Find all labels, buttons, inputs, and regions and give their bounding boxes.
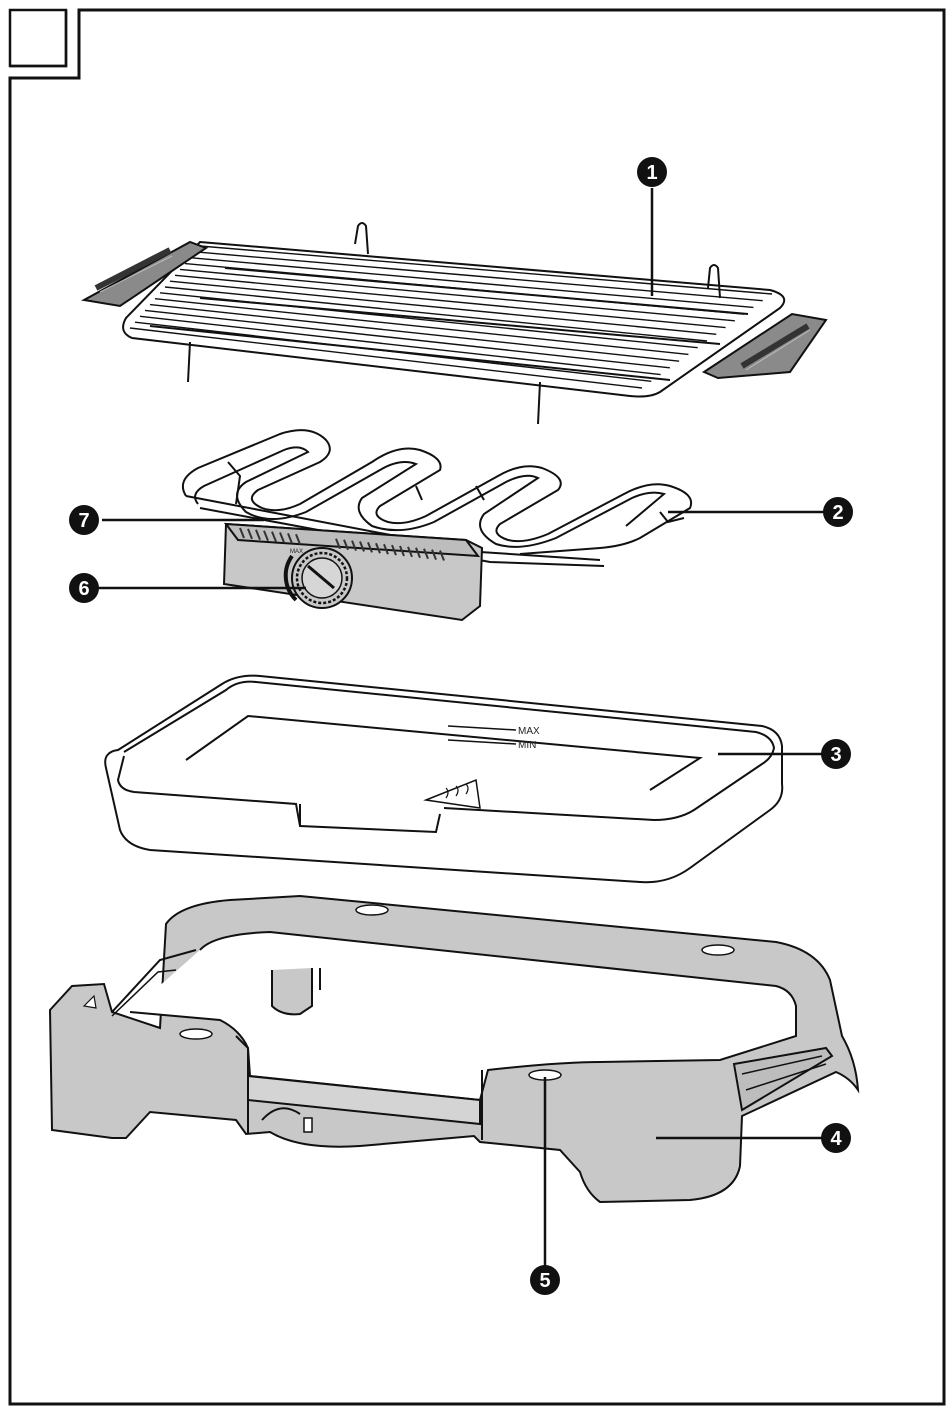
grill-base (50, 896, 858, 1202)
tray-max-mark: MAX (518, 726, 540, 737)
callout-4: 4 (821, 1123, 851, 1153)
svg-text:4: 4 (830, 1128, 842, 1150)
thermostat-control: MAX (224, 524, 482, 620)
grill-grate (84, 223, 826, 424)
callout-7: 7 (69, 505, 99, 535)
callout-6: 6 (69, 573, 99, 603)
svg-text:5: 5 (539, 1270, 550, 1292)
drip-tray: MAX MIN (105, 676, 782, 883)
callout-3: 3 (821, 739, 851, 769)
callout-1: 1 (637, 157, 667, 187)
tray-min-mark: MIN (518, 740, 536, 751)
svg-text:3: 3 (830, 744, 841, 766)
svg-text:1: 1 (646, 162, 657, 184)
svg-text:2: 2 (832, 502, 843, 524)
callout-2: 2 (823, 497, 853, 527)
callout-5: 5 (530, 1265, 560, 1295)
knob-max-mark: MAX (290, 549, 303, 555)
svg-text:7: 7 (78, 510, 89, 532)
svg-text:6: 6 (78, 578, 89, 600)
